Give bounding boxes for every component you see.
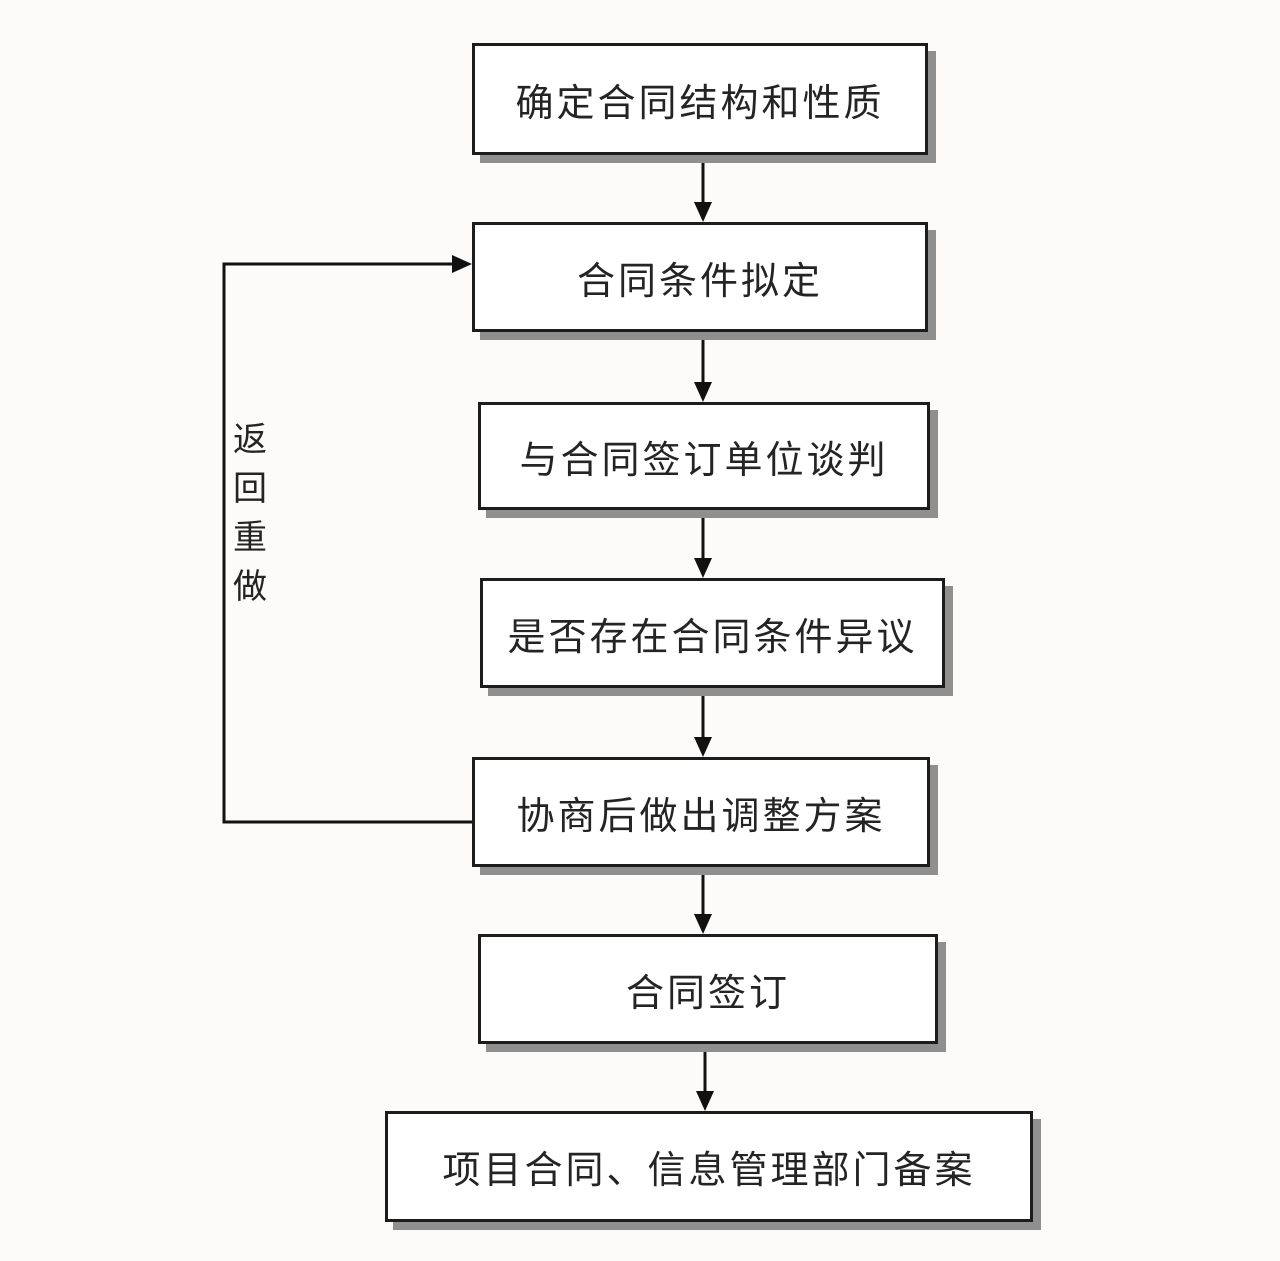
flow-node-adjustment-plan: 协商后做出调整方案 <box>472 757 930 867</box>
loop-label-char: 重 <box>233 520 267 557</box>
flow-node-sign-contract: 合同签订 <box>478 934 938 1044</box>
loop-label-char: 做 <box>233 569 267 606</box>
loop-label-char: 返 <box>233 422 267 459</box>
flow-node-negotiate-with-signing-party: 与合同签订单位谈判 <box>478 402 930 510</box>
connector-6-7-arrowhead <box>696 1091 714 1111</box>
flow-node-filing-with-departments: 项目合同、信息管理部门备案 <box>385 1111 1033 1222</box>
flow-node-determine-contract-structure: 确定合同结构和性质 <box>472 43 928 155</box>
feedback-loop-line <box>222 262 472 824</box>
connector-4-5-arrowhead <box>694 737 712 757</box>
connector-1-2-arrowhead <box>694 202 712 222</box>
feedback-loop-arrowhead <box>452 255 472 273</box>
connector-5-6-arrowhead <box>694 914 712 934</box>
flow-node-draft-contract-terms: 合同条件拟定 <box>472 222 928 332</box>
feedback-loop-label: 返回重做 <box>228 424 272 605</box>
connector-3-4-arrowhead <box>694 558 712 578</box>
loop-label-char: 回 <box>233 471 267 508</box>
connector-2-3-arrowhead <box>694 382 712 402</box>
flow-node-check-term-objections: 是否存在合同条件异议 <box>480 578 945 688</box>
